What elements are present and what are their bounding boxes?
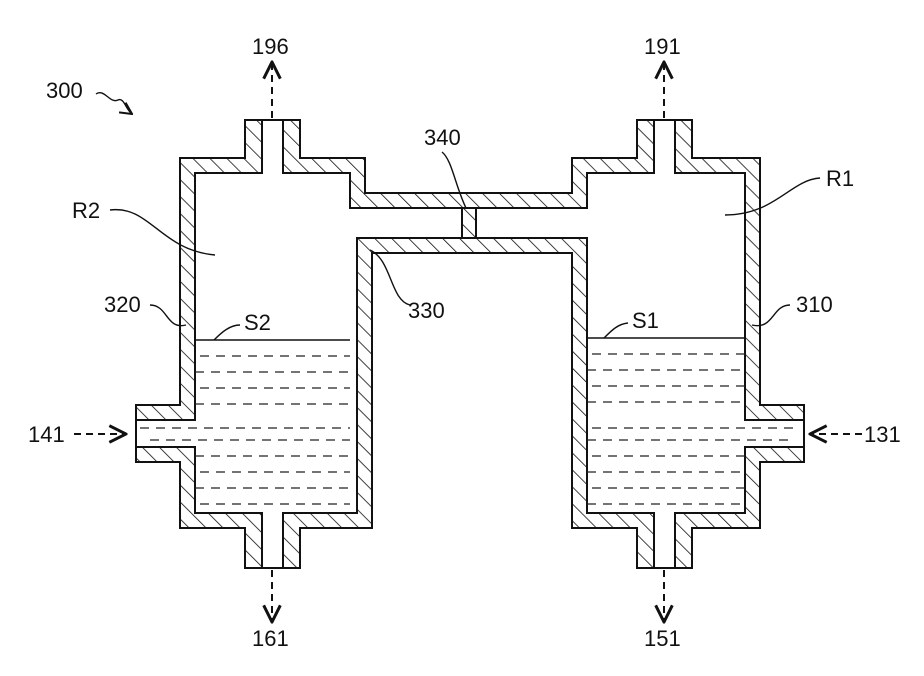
label-330: 330 — [408, 298, 445, 323]
label-r2: R2 — [72, 198, 100, 223]
leader-r1 — [725, 178, 820, 215]
label-191: 191 — [644, 34, 681, 59]
label-s2: S2 — [244, 310, 271, 335]
leader-330 — [370, 250, 410, 305]
label-s1: S1 — [632, 308, 659, 333]
label-196: 196 — [252, 34, 289, 59]
leader-300 — [96, 93, 132, 114]
label-310: 310 — [796, 292, 833, 317]
leader-s2 — [214, 325, 240, 340]
figure-label-300: 300 — [46, 78, 83, 103]
leader-s1 — [604, 323, 628, 338]
vessel-320-wall — [136, 120, 804, 568]
leader-r2 — [110, 210, 215, 255]
label-151: 151 — [644, 626, 681, 651]
label-340: 340 — [424, 125, 461, 150]
liquid-s2 — [140, 340, 350, 504]
label-r1: R1 — [826, 166, 854, 191]
valve-340 — [462, 208, 476, 238]
label-320: 320 — [104, 292, 141, 317]
label-141: 141 — [28, 422, 65, 447]
label-161: 161 — [252, 626, 289, 651]
label-131: 131 — [864, 422, 901, 447]
